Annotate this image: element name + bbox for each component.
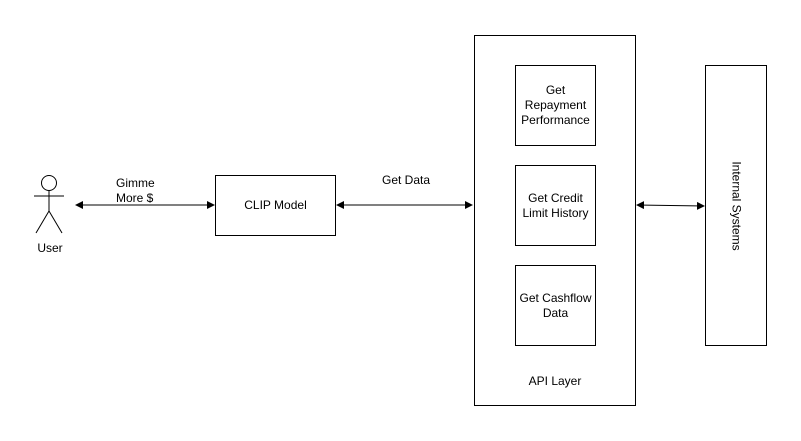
user-label: User bbox=[37, 241, 63, 255]
api-layer-label: API Layer bbox=[528, 374, 582, 388]
clip-model-label: CLIP Model bbox=[244, 198, 307, 212]
cashflow-data-label: Get Cashflow Data bbox=[519, 290, 592, 320]
cashflow-data-box[interactable]: Get Cashflow Data bbox=[515, 265, 596, 346]
internal-systems-label: Internal Systems bbox=[729, 160, 744, 251]
credit-limit-history-box[interactable]: Get Credit Limit History bbox=[515, 165, 596, 246]
repayment-performance-box[interactable]: Get Repayment Performance bbox=[515, 65, 596, 146]
clip-model-box[interactable]: CLIP Model bbox=[215, 175, 336, 236]
get-data-label: Get Data bbox=[381, 173, 431, 187]
user-actor-icon bbox=[34, 175, 64, 234]
gimme-more-label: Gimme More $ bbox=[116, 176, 155, 205]
internal-systems-box[interactable]: Internal Systems bbox=[705, 65, 767, 346]
repayment-performance-label: Get Repayment Performance bbox=[521, 83, 590, 127]
credit-limit-history-label: Get Credit Limit History bbox=[522, 190, 589, 220]
api-internal-connector bbox=[636, 201, 705, 210]
